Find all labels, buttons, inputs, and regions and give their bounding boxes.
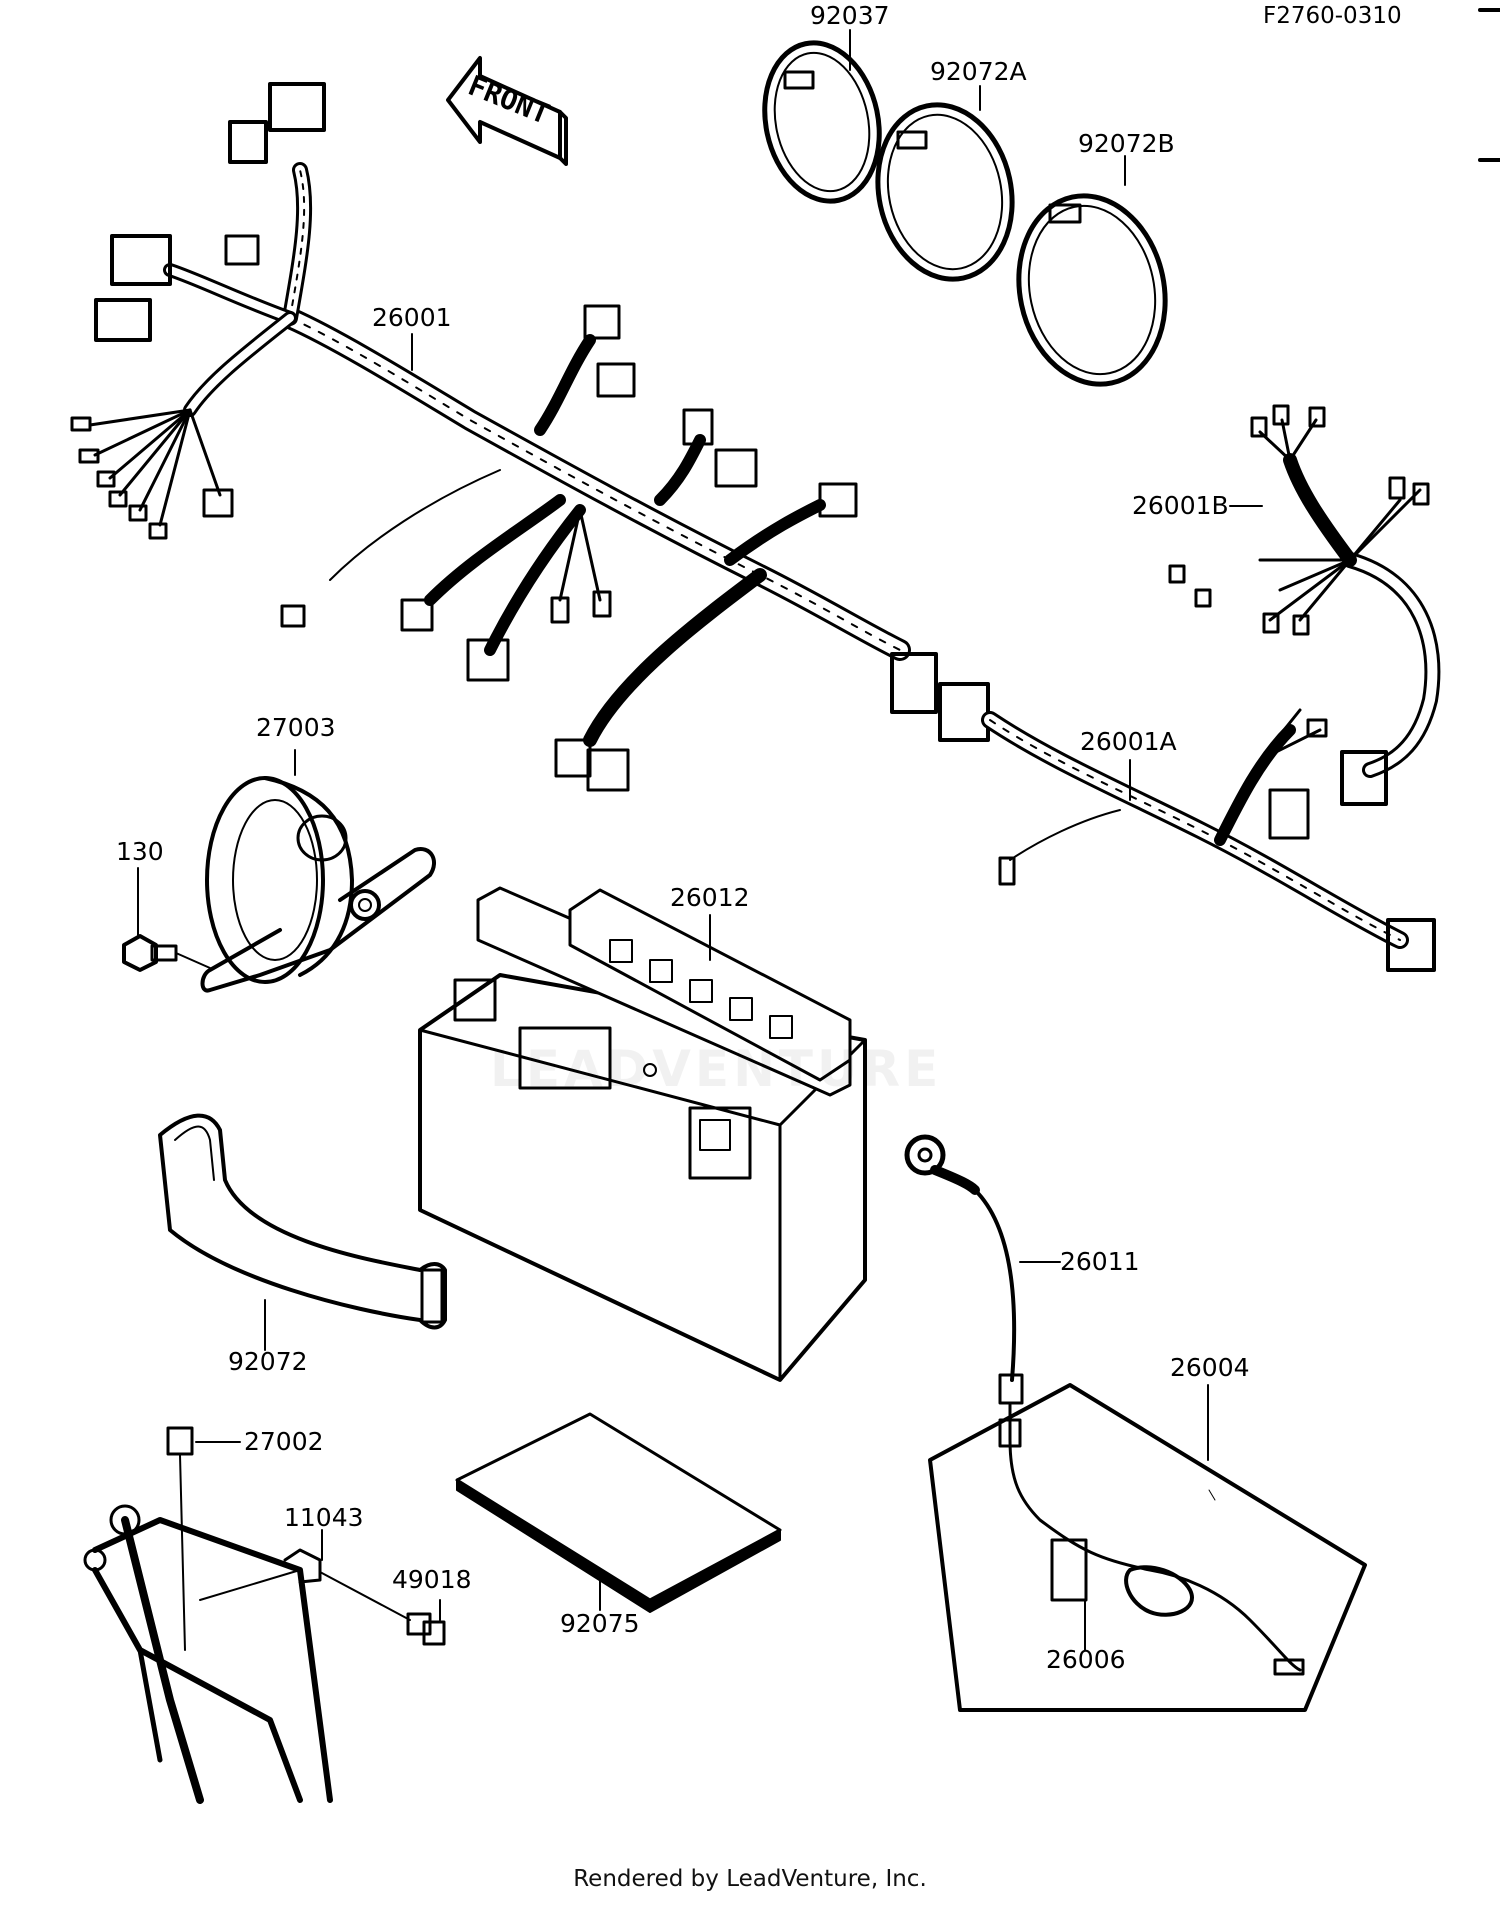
horn-27003 <box>200 776 436 993</box>
part-label-26001: 26001 <box>372 303 452 332</box>
sheet-92075 <box>455 1412 782 1613</box>
battery-cable-26011 <box>904 1134 1024 1405</box>
watermark-text: LEADVENTURE <box>490 1040 943 1098</box>
leader-lines <box>137 29 1263 1651</box>
part-label-92072A: 92072A <box>930 57 1027 86</box>
footer-credit: Rendered by LeadVenture, Inc. <box>573 1866 927 1892</box>
band-92072A <box>875 102 1015 282</box>
part-label-26001B: 26001B <box>1132 491 1229 520</box>
part-label-26011: 26011 <box>1060 1247 1140 1276</box>
part-label-92072: 92072 <box>228 1347 308 1376</box>
fuse-assembly-26004 <box>928 1383 1367 1712</box>
bolt-130 <box>122 934 211 972</box>
sub-harness-26001B <box>1168 404 1441 806</box>
margin-marks <box>1478 8 1500 162</box>
battery-26012 <box>418 886 867 1382</box>
part-label-49018: 49018 <box>392 1565 472 1594</box>
frame-assembly <box>83 1426 446 1804</box>
part-label-26012: 26012 <box>670 883 750 912</box>
part-label-11043: 11043 <box>284 1503 364 1532</box>
part-label-92072B: 92072B <box>1078 129 1175 158</box>
sub-harness-26001A <box>981 708 1436 972</box>
part-label-26006: 26006 <box>1046 1645 1126 1674</box>
part-label-27003: 27003 <box>256 713 336 742</box>
part-label-26001A: 26001A <box>1080 727 1177 756</box>
battery-strap-92072 <box>158 1113 447 1330</box>
part-label-26004: 26004 <box>1170 1353 1250 1382</box>
part-label-27002: 27002 <box>244 1427 324 1456</box>
front-arrow: FRONT <box>446 56 568 166</box>
band-92072B <box>1016 193 1168 387</box>
band-92037 <box>762 40 882 204</box>
part-label-130: 130 <box>116 837 164 866</box>
main-harness-26001 <box>70 82 990 792</box>
part-label-92075: 92075 <box>560 1609 640 1638</box>
diagram-code: F2760-0310 <box>1263 3 1402 29</box>
part-label-92037: 92037 <box>810 1 890 30</box>
